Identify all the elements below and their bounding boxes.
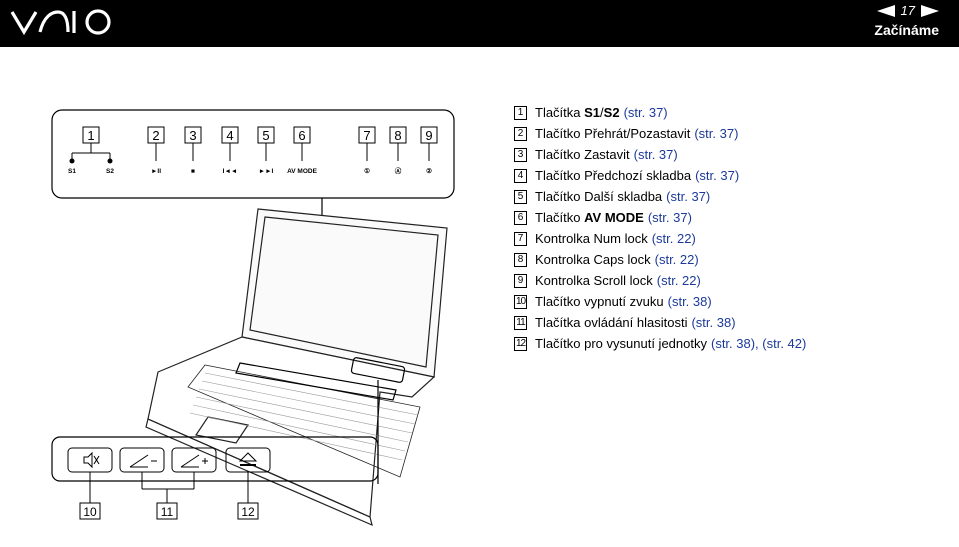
page-reference-link[interactable]: (str. 37) xyxy=(623,105,668,120)
mute-icon xyxy=(83,451,100,469)
legend-text: Tlačítko Přehrát/Pozastavit xyxy=(535,126,691,141)
legend-number: 3 xyxy=(514,147,527,162)
callout-3: 3 xyxy=(189,128,196,143)
prev-track-label: I◄◄ xyxy=(223,168,238,175)
legend-text: Kontrolka Num lock xyxy=(535,231,648,246)
num-lock-label: ① xyxy=(364,167,370,175)
legend-item: 8 Kontrolka Caps lock(str. 22) xyxy=(514,249,954,270)
callout-7: 7 xyxy=(363,128,370,143)
laptop-diagram: 1 2 3 4 5 6 7 8 9 S1 S2 ►II ■ I◄◄ ►►I AV… xyxy=(51,109,455,527)
page-header: 17 Začínáme xyxy=(0,0,959,47)
vaio-logo xyxy=(10,9,111,36)
page-reference-link[interactable]: (str. 37) xyxy=(695,168,740,183)
callout-1: 1 xyxy=(87,128,94,143)
page-reference-link[interactable]: (str. 22) xyxy=(654,252,699,267)
legend-item: 5 Tlačítko Další skladba(str. 37) xyxy=(514,186,954,207)
legend-number: 7 xyxy=(514,231,527,246)
legend-text: Tlačítko pro vysunutí jednotky xyxy=(535,336,707,351)
legend-text: AV MODE xyxy=(584,210,644,225)
next-track-label: ►►I xyxy=(259,168,274,175)
av-mode-label: AV MODE xyxy=(287,168,318,175)
callout-6: 6 xyxy=(298,128,305,143)
legend-item: 10 Tlačítko vypnutí zvuku(str. 38) xyxy=(514,291,954,312)
page-reference-link[interactable]: (str. 22) xyxy=(656,273,701,288)
page-reference-link[interactable]: (str. 38), (str. 42) xyxy=(710,336,807,351)
volume-up-icon xyxy=(180,454,208,468)
legend-item: 9 Kontrolka Scroll lock(str. 22) xyxy=(514,270,954,291)
callout-2: 2 xyxy=(152,128,159,143)
callout-12: 12 xyxy=(241,505,255,519)
legend-text: Kontrolka Caps lock xyxy=(535,252,651,267)
bottom-callout-badges: 10 11 12 xyxy=(79,502,259,520)
legend-text: Tlačítko Další skladba xyxy=(535,189,663,204)
section-title: Začínáme xyxy=(874,22,939,38)
legend-item: 1 Tlačítka S1/S2(str. 37) xyxy=(514,102,954,123)
legend-number: 1 xyxy=(514,105,527,120)
legend-text: Tlačítka ovládání hlasitosti xyxy=(535,315,688,330)
legend-number: 9 xyxy=(514,273,527,288)
legend-text: Tlačítko xyxy=(535,210,585,225)
callout-11: 11 xyxy=(161,505,174,519)
legend-number: 8 xyxy=(514,252,527,267)
media-strip-highlight xyxy=(350,357,406,383)
legend-item: 12 Tlačítko pro vysunutí jednotky(str. 38… xyxy=(514,333,954,354)
legend-text: Tlačítko vypnutí zvuku xyxy=(535,294,664,309)
legend-number: 10 xyxy=(514,294,527,309)
legend-text: / xyxy=(600,105,604,120)
legend-item: 3 Tlačítko Zastavit(str. 37) xyxy=(514,144,954,165)
legend-number: 12 xyxy=(514,336,527,351)
play-pause-label: ►II xyxy=(151,168,161,175)
legend-number: 11 xyxy=(514,315,527,330)
volume-up-button-shape xyxy=(171,447,217,473)
page-reference-link[interactable]: (str. 22) xyxy=(651,231,696,246)
volume-panel-box xyxy=(51,436,379,482)
eject-icon xyxy=(238,452,258,466)
legend-number: 4 xyxy=(514,168,527,183)
page-reference-link[interactable]: (str. 37) xyxy=(647,210,692,225)
legend-item: 2 Tlačítko Přehrát/Pozastavit(str. 37) xyxy=(514,123,954,144)
legend-number: 5 xyxy=(514,189,527,204)
page-navigation: 17 xyxy=(876,3,939,18)
page-reference-link[interactable]: (str. 38) xyxy=(691,315,736,330)
legend-text: Tlačítka xyxy=(535,105,585,120)
volume-down-icon xyxy=(129,454,157,468)
callout-4: 4 xyxy=(226,128,233,143)
button-labels: S1 S2 ►II ■ I◄◄ ►►I AV MODE ① Ⓐ ② xyxy=(68,166,432,175)
legend-number: 6 xyxy=(514,210,527,225)
callout-8: 8 xyxy=(394,128,401,143)
keyboard-grid xyxy=(189,372,419,461)
button-panel-box xyxy=(51,109,455,199)
page-reference-link[interactable]: (str. 37) xyxy=(633,147,678,162)
laptop-illustration xyxy=(145,208,448,527)
scroll-lock-label: ② xyxy=(426,167,432,175)
callout-5: 5 xyxy=(262,128,269,143)
legend-text: Tlačítko Předchozí skladba xyxy=(535,168,692,183)
legend-text: S1 xyxy=(584,105,601,120)
mute-button-shape xyxy=(67,447,113,473)
legend-item: 6 Tlačítko AV MODE(str. 37) xyxy=(514,207,954,228)
legend-text: Tlačítko Zastavit xyxy=(535,147,630,162)
legend-text: S2 xyxy=(603,105,620,120)
s2-label: S2 xyxy=(106,168,114,175)
page-number: 17 xyxy=(900,3,915,18)
page-reference-link[interactable]: (str. 37) xyxy=(666,189,711,204)
top-callout-badges: 1 2 3 4 5 6 7 8 9 xyxy=(82,126,438,144)
callout-9: 9 xyxy=(425,128,432,143)
stop-label: ■ xyxy=(191,168,195,175)
legend-item: 7 Kontrolka Num lock(str. 22) xyxy=(514,228,954,249)
legend-item: 11 Tlačítka ovládání hlasitosti(str. 38) xyxy=(514,312,954,333)
page-reference-link[interactable]: (str. 38) xyxy=(667,294,712,309)
legend-text: Kontrolka Scroll lock xyxy=(535,273,653,288)
callout-10: 10 xyxy=(83,505,97,519)
caps-lock-label: Ⓐ xyxy=(395,166,402,175)
s1-label: S1 xyxy=(68,168,76,175)
volume-down-button-shape xyxy=(119,447,165,473)
prev-page-icon[interactable] xyxy=(876,4,895,17)
page-reference-link[interactable]: (str. 37) xyxy=(694,126,739,141)
legend-number: 2 xyxy=(514,126,527,141)
legend-item: 4 Tlačítko Předchozí skladba(str. 37) xyxy=(514,165,954,186)
next-page-icon[interactable] xyxy=(921,4,939,17)
